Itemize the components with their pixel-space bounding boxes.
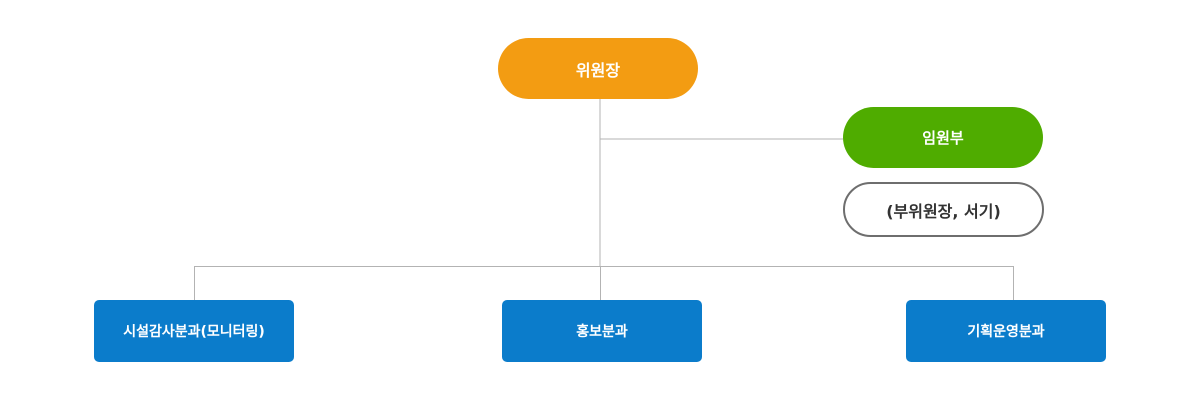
department-facility-audit: 시설감사분과(모니터링) <box>94 300 294 362</box>
officers-note-label: (부위원장, 서기) <box>886 201 1001 221</box>
department-label: 시설감사분과(모니터링) <box>123 324 265 340</box>
officers-label: 임원부 <box>922 129 964 147</box>
department-label: 홍보분과 <box>576 324 628 340</box>
officers-note: (부위원장, 서기) <box>843 182 1044 237</box>
chair-label: 위원장 <box>575 60 621 80</box>
officers-node: 임원부 <box>843 107 1043 168</box>
department-planning: 기획운영분과 <box>906 300 1106 362</box>
chair-node: 위원장 <box>498 38 698 99</box>
department-label: 기획운영분과 <box>967 324 1045 340</box>
department-pr: 홍보분과 <box>502 300 702 362</box>
